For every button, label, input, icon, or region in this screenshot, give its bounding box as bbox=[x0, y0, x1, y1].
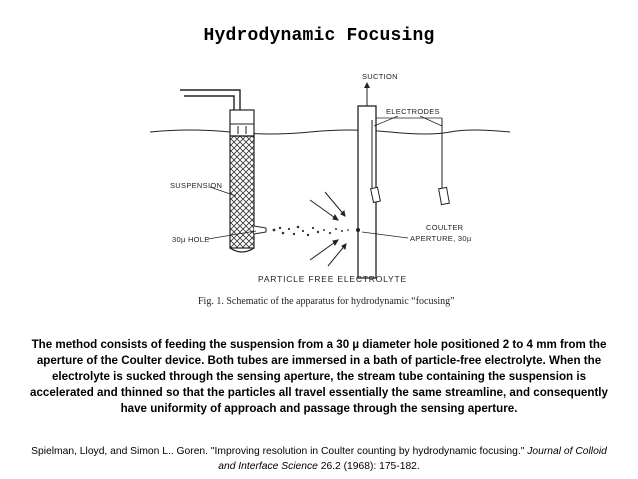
page-title: Hydrodynamic Focusing bbox=[203, 26, 435, 46]
label-electrodes: ELECTRODES bbox=[386, 107, 440, 116]
suction-arrow bbox=[364, 82, 370, 88]
citation-authors-title: Spielman, Lloyd, and Simon L.. Goren. "I… bbox=[31, 446, 525, 457]
outer-electrode bbox=[438, 186, 450, 206]
apparatus-schematic: SUCTION ELECTRODES SUSPENSION 30µ HOLE C… bbox=[150, 70, 510, 315]
description-paragraph: The method consists of feeding the suspe… bbox=[30, 338, 608, 415]
citation: Spielman, Lloyd, and Simon L.. Goren. "I… bbox=[26, 444, 612, 474]
flow-arrows bbox=[309, 191, 347, 267]
label-electrolyte: PARTICLE FREE ELECTROLYTE bbox=[258, 274, 407, 284]
sensing-aperture bbox=[356, 228, 360, 232]
feed-tube-collar bbox=[229, 109, 255, 137]
citation-journal: Journal of Colloid and Interface Science bbox=[218, 446, 607, 472]
feed-tube-body bbox=[229, 135, 255, 249]
label-hole: 30µ HOLE bbox=[172, 235, 210, 244]
particle-stream bbox=[272, 225, 349, 237]
figure-caption: Fig. 1. Schematic of the apparatus for h… bbox=[198, 296, 455, 307]
label-suspension: SUSPENSION bbox=[170, 181, 222, 190]
bath-surface-line bbox=[150, 129, 510, 135]
label-suction: SUCTION bbox=[362, 72, 398, 81]
feed-tube-tip bbox=[229, 247, 255, 253]
hole-nozzle bbox=[253, 225, 267, 235]
citation-details: 26.2 (1968): 175-182. bbox=[320, 461, 420, 472]
inner-electrode bbox=[370, 186, 381, 204]
label-aperture: APERTURE, 30µ bbox=[410, 234, 472, 243]
schematic-drawing: SUCTION ELECTRODES SUSPENSION 30µ HOLE C… bbox=[150, 72, 510, 307]
label-coulter: COULTER bbox=[426, 223, 464, 232]
